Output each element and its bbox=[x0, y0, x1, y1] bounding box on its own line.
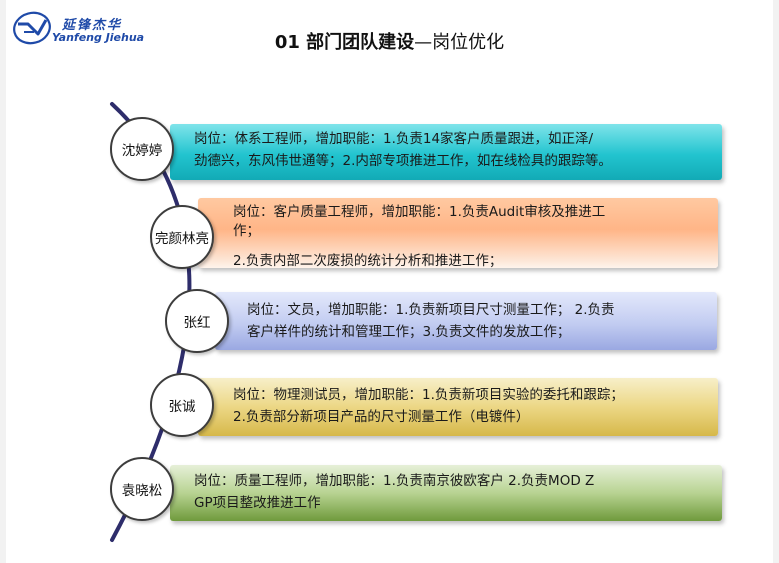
role-card-4-line-2: 2.负责部分新项目产品的尺寸测量工作（电镀件） bbox=[233, 409, 530, 425]
member-name-4: 张诚 bbox=[168, 399, 196, 415]
role-card-1-line-2: 劲德兴，东风伟世通等；2.内部专项推进工作，如在线检具的跟踪等。 bbox=[194, 153, 612, 169]
member-name-5: 袁晓松 bbox=[121, 483, 163, 499]
member-node-2: 完颜林亮 bbox=[150, 205, 214, 269]
role-card-2-line-3: 2.负责内部二次废损的统计分析和推进工作； bbox=[233, 253, 503, 269]
member-node-3: 张红 bbox=[165, 289, 229, 353]
slide-border-left bbox=[0, 0, 6, 563]
role-card-2-line-2: 作； bbox=[233, 223, 260, 239]
role-card-3-line-1: 岗位：文员，增加职能：1.负责新项目尺寸测量工作； 2.负责 bbox=[247, 302, 615, 318]
member-node-1: 沈婷婷 bbox=[110, 117, 174, 181]
role-card-3: 岗位：文员，增加职能：1.负责新项目尺寸测量工作； 2.负责 客户样件的统计和管… bbox=[215, 292, 717, 350]
role-card-1-line-1: 岗位：体系工程师，增加职能：1.负责14家客户质量跟进，如正泽/ bbox=[194, 131, 594, 147]
member-name-2: 完颜林亮 bbox=[155, 231, 209, 247]
member-node-5: 袁晓松 bbox=[110, 457, 174, 521]
role-card-5: 岗位：质量工程师，增加职能：1.负责南京彼欧客户 2.负责MOD Z GP项目整… bbox=[170, 465, 722, 521]
role-card-3-line-2: 客户样件的统计和管理工作；3.负责文件的发放工作； bbox=[247, 324, 571, 340]
member-node-4: 张诚 bbox=[150, 373, 214, 437]
role-card-1: 岗位：体系工程师，增加职能：1.负责14家客户质量跟进，如正泽/ 劲德兴，东风伟… bbox=[170, 124, 722, 180]
role-card-2-line-1: 岗位：客户质量工程师，增加职能：1.负责Audit审核及推进工 bbox=[233, 204, 606, 220]
role-card-5-line-2: GP项目整改推进工作 bbox=[194, 495, 321, 511]
role-card-4-line-1: 岗位：物理测试员，增加职能：1.负责新项目实验的委托和跟踪； bbox=[233, 387, 624, 403]
company-logo-icon bbox=[13, 11, 51, 45]
role-card-2: 岗位：客户质量工程师，增加职能：1.负责Audit审核及推进工 作； 2.负责内… bbox=[198, 198, 718, 269]
logo-name-cn: 延锋杰华 bbox=[62, 18, 123, 33]
page-title: 01 部门团队建设—岗位优化 bbox=[0, 28, 779, 54]
member-name-3: 张红 bbox=[183, 315, 211, 331]
member-name-1: 沈婷婷 bbox=[121, 143, 163, 159]
page-title-bold: 01 部门团队建设 bbox=[274, 32, 415, 53]
slide-border-right bbox=[773, 0, 779, 563]
role-card-5-line-1: 岗位：质量工程师，增加职能：1.负责南京彼欧客户 2.负责MOD Z bbox=[194, 473, 595, 489]
company-logo: 延锋杰华 Yanfeng Jiehua bbox=[12, 10, 162, 50]
page-title-rest: —岗位优化 bbox=[414, 32, 505, 53]
logo-name-en: Yanfeng Jiehua bbox=[52, 31, 145, 44]
role-card-4: 岗位：物理测试员，增加职能：1.负责新项目实验的委托和跟踪； 2.负责部分新项目… bbox=[198, 378, 718, 436]
